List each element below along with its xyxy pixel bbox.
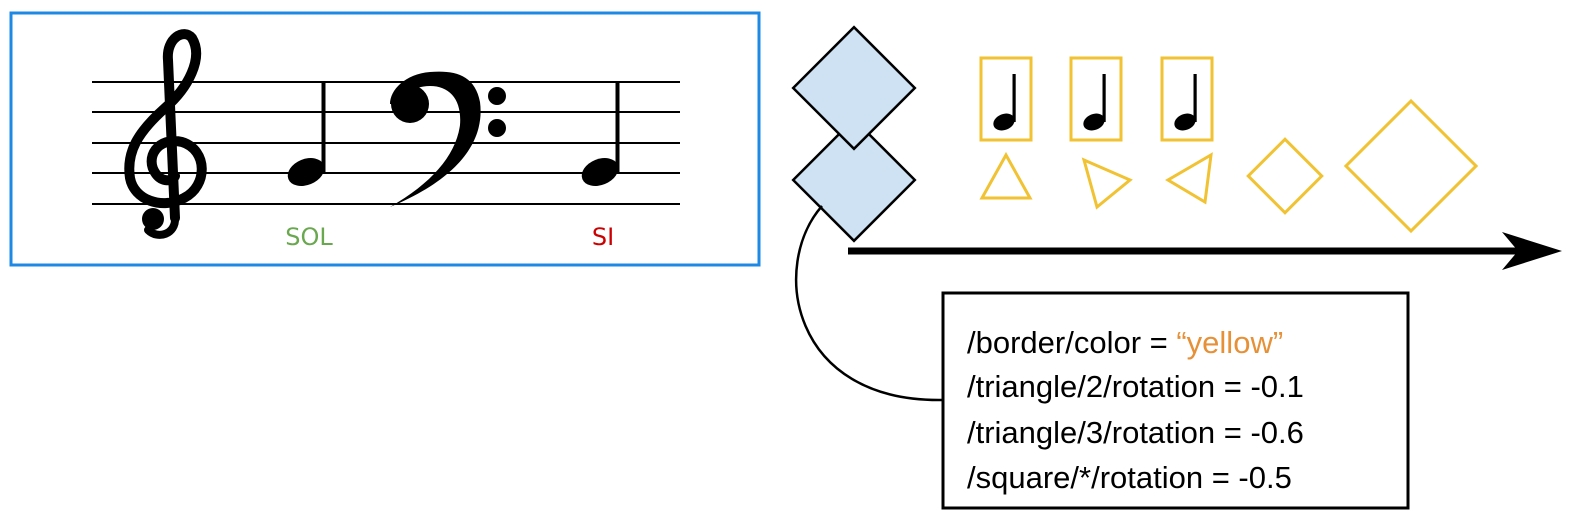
treble-clef-icon [124,29,207,239]
yellow-note-box-1 [979,56,1033,142]
yellow-diamond-large [1343,98,1479,234]
rule-value-yellow: “yellow” [1176,325,1283,360]
arrow-right-icon [848,232,1562,270]
blue-diamond-top [791,25,917,151]
yellow-note-box-2 [1069,56,1123,142]
note-label-sol: SOL [285,223,333,251]
note-label-si: SI [592,223,614,251]
rule-line-4: /square/*/rotation = -0.5 [967,460,1292,495]
rule-line-3: /triangle/3/rotation = -0.6 [967,415,1304,450]
yellow-triangle-3 [1165,152,1213,205]
yellow-triangle-2 [1081,157,1133,210]
yellow-triangle-1 [979,151,1033,200]
yellow-note-box-3 [1160,56,1214,142]
quarter-note-icon [1080,74,1108,134]
rule-line-1: /border/color = “yellow” [967,325,1283,360]
quarter-note-icon [1171,74,1199,134]
quarter-note-icon [990,74,1018,134]
yellow-diamond-small [1246,137,1324,215]
treble-clef-dot [142,208,164,230]
rule-line-2: /triangle/2/rotation = -0.1 [967,369,1304,404]
rules-box [941,291,1410,510]
connector-curve [795,205,943,402]
blue-diamond-bottom [791,117,917,243]
bass-clef-icon [390,71,506,208]
staff-panel [9,11,761,267]
